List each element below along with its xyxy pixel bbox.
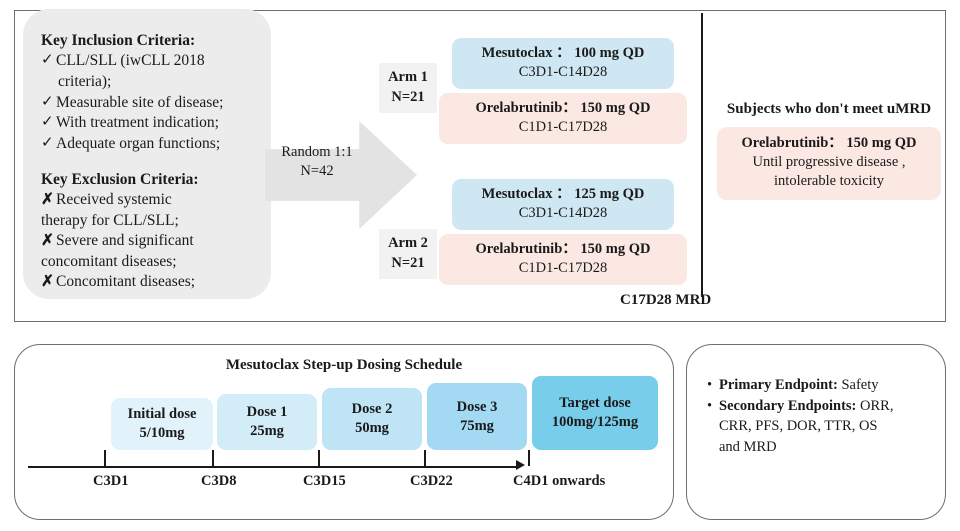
exclusion-criteria-title: Key Exclusion Criteria: [41, 170, 199, 188]
continuation-dose: Orelabrutinib： 150 mg QD [741, 135, 917, 151]
timeline-label-1: C3D8 [201, 473, 237, 489]
inclusion-item: ✓ Adequate organ functions; [41, 134, 257, 155]
endpoints-panel: • Primary Endpoint: Safety • Secondary E… [686, 344, 946, 520]
randomization-label: Random 1:1 N=42 [267, 143, 367, 181]
cross-icon: ✗ [41, 273, 54, 291]
arm-2-orelabrutinib-dose: Orelabrutinib： 150 mg QD [475, 241, 651, 257]
dose-box-3-name: Dose 3 [456, 398, 498, 415]
inclusion-item: ✓ CLL/SLL (iwCLL 2018 [41, 51, 257, 72]
arm-1-label: Arm 1 N=21 [379, 63, 437, 114]
cross-icon: ✗ [41, 232, 54, 250]
dose-box-2: Dose 2 50mg [322, 388, 422, 450]
bullet-icon: • [707, 397, 713, 414]
bullet-icon: • [707, 377, 713, 393]
arm-2-orelabrutinib-box: Orelabrutinib： 150 mg QD C1D1-C17D28 [439, 234, 687, 285]
timeline-tick-4 [528, 450, 530, 466]
randomization-ratio: Random 1:1 [281, 144, 353, 160]
timeline-tick-2 [318, 450, 320, 466]
inclusion-item: ✓ Measurable site of disease; [41, 93, 257, 114]
dose-box-0-name: Initial dose [127, 406, 197, 423]
dose-box-3: Dose 3 75mg [427, 383, 527, 450]
primary-endpoint-row: • Primary Endpoint: Safety [707, 375, 929, 396]
criteria-spacer [41, 155, 257, 170]
primary-endpoint-value: Safety [837, 377, 879, 393]
secondary-endpoint-row: • Secondary Endpoints: ORR, [707, 396, 929, 417]
exclusion-item-label: Concomitant diseases; [56, 273, 196, 291]
exclusion-item-label: Severe and significant [56, 232, 194, 250]
inclusion-item-label: With treatment indication; [56, 114, 219, 132]
dose-box-0-value: 5/10mg [139, 425, 185, 441]
arm-2-mesutoclax-dose: Mesutoclax ： 125 mg QD [481, 186, 645, 202]
dose-box-1-value: 25mg [250, 423, 284, 439]
primary-endpoint-label: Primary Endpoint: [719, 377, 838, 393]
dosing-schedule-title: Mesutoclax Step-up Dosing Schedule [225, 357, 463, 373]
secondary-endpoint-value: ORR, [856, 397, 894, 414]
check-icon: ✓ [41, 134, 54, 151]
arm-2-label: Arm 2 N=21 [379, 229, 437, 280]
study-design-panel: Key Inclusion Criteria: ✓ CLL/SLL (iwCLL… [14, 9, 946, 322]
inclusion-item-label: Adequate organ functions; [56, 134, 221, 152]
inclusion-item-label: Measurable site of disease; [56, 93, 224, 111]
arm-1-mesutoclax-cycles: C3D1-C14D28 [518, 63, 608, 80]
orelabrutinib-continuation-box: Orelabrutinib： 150 mg QD Until progressi… [717, 127, 941, 201]
arm-1-name: Arm 1 [388, 69, 428, 85]
inclusion-item: ✓ With treatment indication; [41, 113, 257, 134]
arm-2-name: Arm 2 [388, 235, 428, 251]
arm-2-orelabrutinib-cycles: C1D1-C17D28 [518, 259, 608, 276]
dose-box-2-name: Dose 2 [351, 401, 393, 418]
secondary-endpoint-continuation-1: CRR, PFS, DOR, TTR, OS [719, 418, 878, 435]
exclusion-item-continuation: therapy for CLL/SLL; [41, 211, 179, 229]
mrd-assessment-divider [701, 13, 703, 297]
arm-1-orelabrutinib-dose: Orelabrutinib： 150 mg QD [475, 100, 651, 116]
dose-box-4-name: Target dose [559, 395, 631, 412]
timeline-tick-3 [424, 450, 426, 466]
arm-1-mesutoclax-dose: Mesutoclax ： 100 mg QD [481, 45, 645, 61]
check-icon: ✓ [41, 114, 54, 131]
mrd-timepoint-label: C17D28 MRD [620, 292, 712, 308]
exclusion-item-label: Received systemic [56, 190, 172, 208]
arm-2-mesutoclax-box: Mesutoclax ： 125 mg QD C3D1-C14D28 [452, 179, 674, 230]
arm-1-orelabrutinib-cycles: C1D1-C17D28 [518, 118, 608, 135]
timeline-label-2: C3D15 [303, 473, 346, 489]
dose-box-0: Initial dose 5/10mg [111, 398, 213, 450]
timeline-axis [28, 466, 518, 468]
dose-box-1: Dose 1 25mg [217, 394, 317, 450]
secondary-endpoint-label: Secondary Endpoints: [719, 397, 857, 414]
arm-1-mesutoclax-box: Mesutoclax ： 100 mg QD C3D1-C14D28 [452, 38, 674, 89]
timeline-tick-0 [104, 450, 106, 466]
timeline-label-0: C3D1 [93, 473, 129, 489]
arm-1-n: N=21 [391, 88, 425, 105]
dose-box-1-name: Dose 1 [246, 404, 288, 421]
dose-box-2-value: 50mg [355, 420, 389, 436]
timeline-arrowhead-icon [516, 460, 525, 470]
eligibility-criteria-box: Key Inclusion Criteria: ✓ CLL/SLL (iwCLL… [23, 9, 271, 299]
exclusion-item: ✗ Severe and significant [41, 231, 257, 252]
inclusion-item-continuation: criteria); [58, 73, 112, 91]
arm-2-mesutoclax-cycles: C3D1-C14D28 [518, 204, 608, 221]
check-icon: ✓ [41, 93, 54, 110]
arm-2-n: N=21 [391, 254, 425, 271]
dose-box-4-value: 100mg/125mg [551, 414, 639, 430]
cross-icon: ✗ [41, 190, 54, 208]
continuation-duration-1: Until progressive disease , [752, 154, 906, 171]
timeline-label-4: C4D1 onwards [513, 473, 606, 489]
exclusion-item: ✗ Received systemic [41, 190, 257, 211]
inclusion-item-label: CLL/SLL (iwCLL 2018 [56, 52, 205, 70]
check-icon: ✓ [41, 52, 54, 69]
dose-box-3-value: 75mg [460, 417, 494, 434]
secondary-endpoint-continuation-2: and MRD [719, 438, 777, 455]
dose-box-4: Target dose 100mg/125mg [532, 376, 658, 450]
timeline-label-3: C3D22 [410, 473, 453, 489]
exclusion-item-continuation: concomitant diseases; [41, 252, 177, 270]
exclusion-item: ✗ Concomitant diseases; [41, 272, 257, 293]
non-umrd-heading: Subjects who don't meet uMRD [726, 101, 932, 117]
timeline-tick-1 [212, 450, 214, 466]
inclusion-criteria-title: Key Inclusion Criteria: [41, 32, 196, 49]
randomization-total-n: N=42 [300, 163, 334, 180]
continuation-duration-2: intolerable toxicity [774, 173, 884, 190]
arm-1-orelabrutinib-box: Orelabrutinib： 150 mg QD C1D1-C17D28 [439, 93, 687, 144]
